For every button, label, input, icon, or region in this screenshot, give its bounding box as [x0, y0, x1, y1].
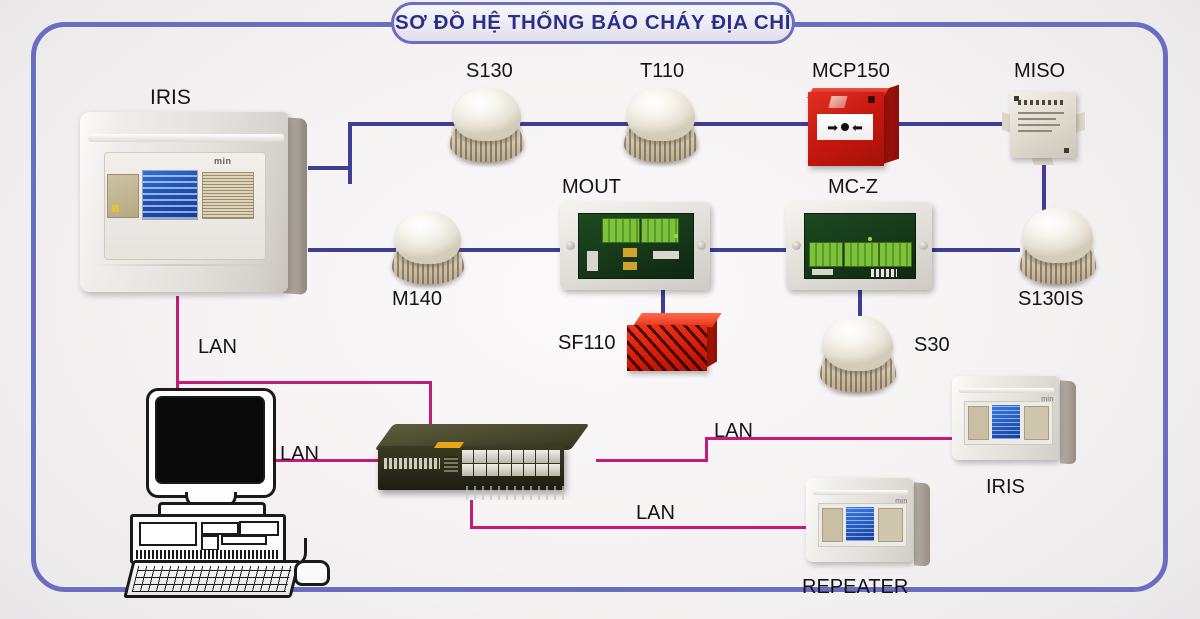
device-label-s130is: S130IS — [1018, 288, 1084, 310]
loop-wire-segment — [348, 122, 468, 126]
panel-keypad — [107, 174, 139, 218]
loop-wire-segment — [452, 248, 562, 252]
loop-wire-segment — [708, 248, 786, 252]
loop-wire-segment — [661, 288, 665, 318]
keyboard — [123, 560, 301, 598]
call-point-plate: ➡ ⬅ — [817, 114, 873, 140]
mouse — [294, 560, 330, 586]
page-title: SƠ ĐỒ HỆ THỐNG BÁO CHÁY ĐỊA CHỈ — [395, 11, 791, 34]
device-iris-repeater-panel: min — [952, 376, 1076, 472]
break-glass-element — [828, 96, 848, 108]
device-label-sf110: SF110 — [558, 332, 616, 354]
device-t110 — [624, 88, 698, 168]
loop-wire-segment — [928, 248, 1020, 252]
lan-label-3: LAN — [714, 420, 753, 442]
device-label-miso: MISO — [1014, 60, 1066, 82]
loop-wire-segment — [692, 122, 812, 126]
switch-port-array — [462, 450, 560, 476]
lan-label-1: LAN — [198, 336, 237, 358]
lan-wire-segment — [176, 381, 432, 384]
device-repeater-panel: min — [806, 478, 930, 574]
call-point-led-icon — [868, 96, 875, 103]
device-network-switch — [374, 424, 590, 512]
diagram-title-banner: SƠ ĐỒ HỆ THỐNG BÁO CHÁY ĐỊA CHỈ — [391, 2, 795, 44]
loop-wire-segment — [858, 288, 862, 320]
device-label-s30: S30 — [914, 334, 950, 356]
device-workstation-pc — [123, 388, 330, 598]
device-mout — [560, 202, 710, 290]
loop-wire-segment — [308, 248, 396, 252]
arrow-right-icon: ➡ — [827, 119, 838, 135]
loop-wire-segment — [1042, 162, 1046, 240]
lan-wire-segment — [470, 500, 473, 528]
device-s130 — [450, 88, 524, 168]
panel-brand-label: min — [214, 156, 232, 166]
device-label-m140: M140 — [392, 288, 443, 310]
pc-tower-case — [130, 514, 286, 564]
arrow-left-icon: ⬅ — [852, 119, 863, 135]
press-dot-icon — [841, 123, 849, 131]
device-label-iris-main: IRIS — [150, 86, 191, 109]
panel-grille — [202, 172, 254, 219]
device-label-iris-repeater: IRIS — [986, 476, 1025, 498]
lan-wire-segment — [705, 437, 953, 440]
device-s130is — [1020, 208, 1096, 290]
device-s30 — [820, 316, 896, 398]
device-label-mcp150: MCP150 — [812, 60, 890, 82]
lan-label-4: LAN — [636, 502, 675, 524]
lan-label-2: LAN — [280, 443, 319, 465]
device-m140 — [392, 212, 464, 290]
lan-wire-segment — [596, 459, 708, 462]
panel-lcd-display — [142, 170, 198, 220]
device-miso — [1002, 88, 1086, 168]
device-label-repeater: REPEATER — [802, 576, 909, 598]
lan-wire-segment — [470, 526, 808, 529]
lan-wire-segment — [705, 437, 708, 461]
loop-wire-segment — [308, 166, 352, 170]
monitor-screen — [155, 396, 265, 484]
device-iris-main-panel: min — [80, 112, 312, 300]
loop-wire-segment — [892, 122, 1004, 126]
device-mcp150: ➡ ⬅ — [807, 84, 900, 168]
device-label-mcz: MC-Z — [828, 176, 878, 198]
device-sf110 — [627, 313, 722, 375]
device-label-s130: S130 — [466, 60, 513, 82]
lan-wire-segment — [276, 459, 388, 462]
loop-wire-segment — [520, 122, 636, 126]
loop-wire-segment — [348, 122, 352, 184]
device-mcz — [786, 202, 932, 290]
device-label-mout: MOUT — [562, 176, 621, 198]
lan-wire-segment — [176, 296, 179, 440]
device-label-t110: T110 — [640, 60, 685, 82]
lan-wire-segment — [429, 381, 432, 425]
